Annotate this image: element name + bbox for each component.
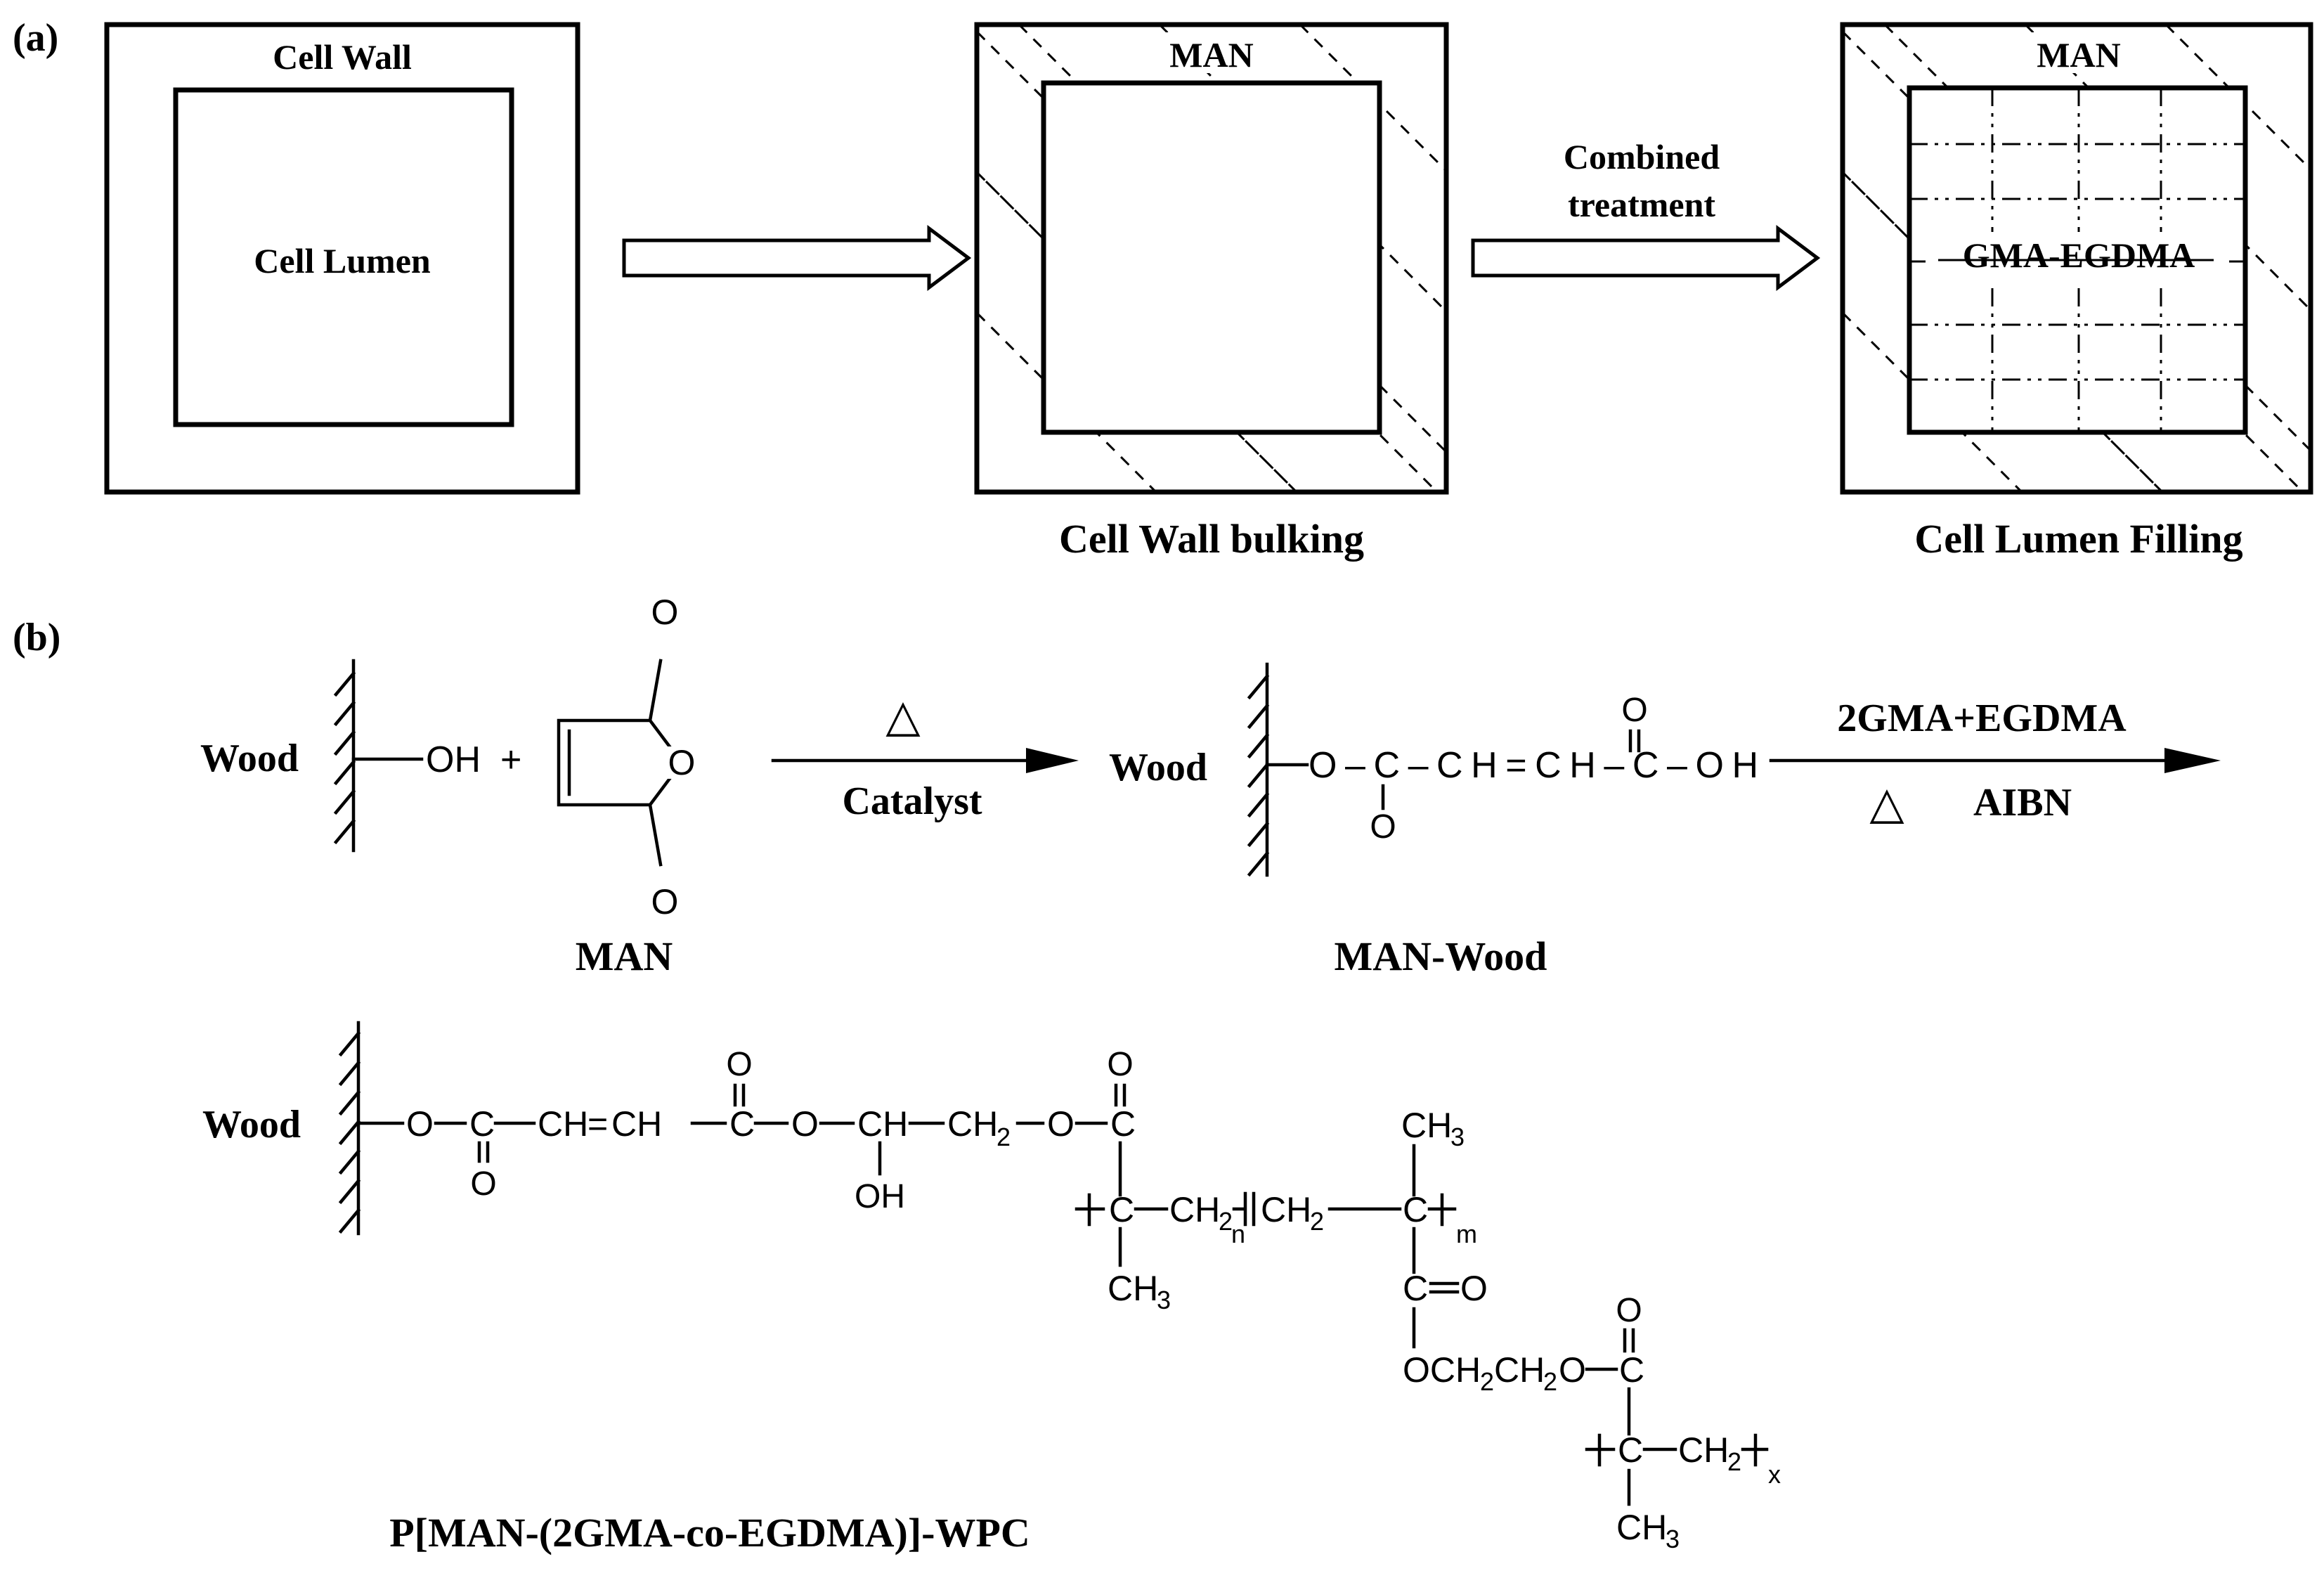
man-wood-o-up: O [1621, 692, 1647, 729]
cell-lumen-filling-caption: Cell Lumen Filling [1914, 516, 2242, 562]
heat-symbol-2: △ [1869, 777, 1904, 828]
wood-label-1: Wood [200, 737, 299, 780]
p-c5: C [1403, 1190, 1428, 1229]
p-c3: C [1110, 1104, 1136, 1144]
cell-diagram-filled: MAN GMA-EGDMA Cell Lumen Filling [1840, 22, 2313, 562]
p-o2: O [791, 1104, 819, 1144]
p-sub2-b: 2 [1219, 1207, 1233, 1236]
product-name: P[MAN-(2GMA-co-EGDMA)]-WPC [389, 1510, 1030, 1556]
p-o-c2-up: O [726, 1046, 752, 1083]
p-ch3-last: CH [1616, 1508, 1667, 1547]
oh-label-1: OH [426, 739, 481, 780]
cell-lumen-label: Cell Lumen [254, 241, 431, 280]
man-name: MAN [576, 933, 673, 979]
panel-b-label: (b) [13, 616, 60, 659]
p-c6: C [1403, 1269, 1428, 1308]
man-wood-o-down: O [1370, 808, 1396, 846]
wood-label-3: Wood [202, 1103, 301, 1146]
maleic-anhydride-structure: O O O MAN [557, 593, 697, 979]
man-wall-label-1: MAN [1169, 35, 1253, 75]
monomer-label: 2GMA+EGDMA [1837, 697, 2127, 740]
p-o-c6: O [1460, 1269, 1488, 1308]
gma-egdma-label: GMA-EGDMA [1963, 235, 2195, 275]
p-sub2-c: 2 [1310, 1207, 1324, 1236]
plus-sign: + [500, 739, 521, 780]
p-o-c3-up: O [1107, 1046, 1133, 1083]
man-wood-structure: Wood O–C–CH=CH–C–OH O O MAN-Wood [1109, 662, 1758, 979]
p-c1: C [469, 1104, 495, 1144]
panel-a-label: (a) [13, 16, 58, 60]
catalyst-arrow: △ Catalyst [771, 690, 1079, 823]
p-ch2-b: CH [1169, 1190, 1220, 1229]
p-dbl: = [588, 1104, 608, 1144]
cell-diagram-untreated: Cell Wall Cell Lumen [104, 22, 580, 495]
man-ring-oxygen: O [668, 743, 696, 782]
catalyst-label: Catalyst [842, 780, 982, 823]
p-sub2-e: 2 [1543, 1367, 1557, 1396]
p-c7: C [1619, 1350, 1644, 1390]
aibn-label: AIBN [1973, 781, 2072, 824]
cell-wall-bulking-caption: Cell Wall bulking [1059, 516, 1364, 562]
p-m: m [1456, 1220, 1477, 1248]
p-x: x [1768, 1460, 1781, 1489]
polymerization-arrow: 2GMA+EGDMA △ AIBN [1769, 697, 2221, 828]
cell-wall-label: Cell Wall [273, 37, 412, 77]
p-c2: C [729, 1104, 755, 1144]
combined-treatment-arrow: Combined treatment [1471, 137, 1821, 291]
p-ch3-top: CH [1401, 1106, 1452, 1145]
p-ch2-link: CH [947, 1104, 998, 1144]
heat-symbol-1: △ [885, 690, 921, 741]
p-ch-link: CH [857, 1104, 908, 1144]
p-ester-o2: O [1559, 1350, 1586, 1390]
p-ch-a: CH [538, 1104, 588, 1144]
combined-label: Combined [1564, 137, 1720, 176]
p-o1: O [406, 1104, 434, 1144]
man-wall-label-2: MAN [2037, 35, 2120, 75]
p-sub3-last: 3 [1666, 1525, 1680, 1553]
man-carbonyl-o-bottom: O [651, 882, 679, 921]
wood-label-2: Wood [1109, 746, 1207, 789]
p-o3: O [1047, 1104, 1075, 1144]
p-oh: OH [855, 1178, 905, 1215]
product-structure: Wood O C CH = CH C O CH CH 2 O C O O OH [202, 1021, 1781, 1556]
p-c8: C [1618, 1430, 1643, 1470]
p-sub2-a: 2 [997, 1123, 1011, 1151]
p-sub3-bot: 3 [1157, 1286, 1171, 1314]
p-ester-o: OCH [1403, 1350, 1481, 1390]
cell-diagram-bulked: MAN Cell Wall bulking [974, 22, 1449, 562]
p-ester-ch2: CH [1494, 1350, 1545, 1390]
p-o-c7-up: O [1616, 1292, 1642, 1329]
p-c4: C [1109, 1190, 1134, 1229]
man-wood-chain: O–C–CH=CH–C–OH [1309, 745, 1758, 786]
hollow-arrow-1 [622, 225, 972, 291]
p-sub3-top: 3 [1450, 1123, 1465, 1151]
p-sub2-f: 2 [1727, 1447, 1741, 1476]
p-ch-b: CH [611, 1104, 662, 1144]
p-ch2-c: CH [1261, 1190, 1311, 1229]
p-n: n [1231, 1220, 1245, 1248]
treatment-label: treatment [1568, 185, 1715, 224]
p-o-c1-down: O [470, 1165, 496, 1203]
p-ch2-f: CH [1678, 1430, 1729, 1470]
wood-hydroxyl: Wood OH + [200, 659, 521, 853]
man-carbonyl-o-top: O [651, 593, 679, 632]
p-ch3-bot: CH [1108, 1269, 1158, 1308]
man-wood-name: MAN-Wood [1335, 933, 1547, 979]
p-sub2-d: 2 [1480, 1367, 1494, 1396]
